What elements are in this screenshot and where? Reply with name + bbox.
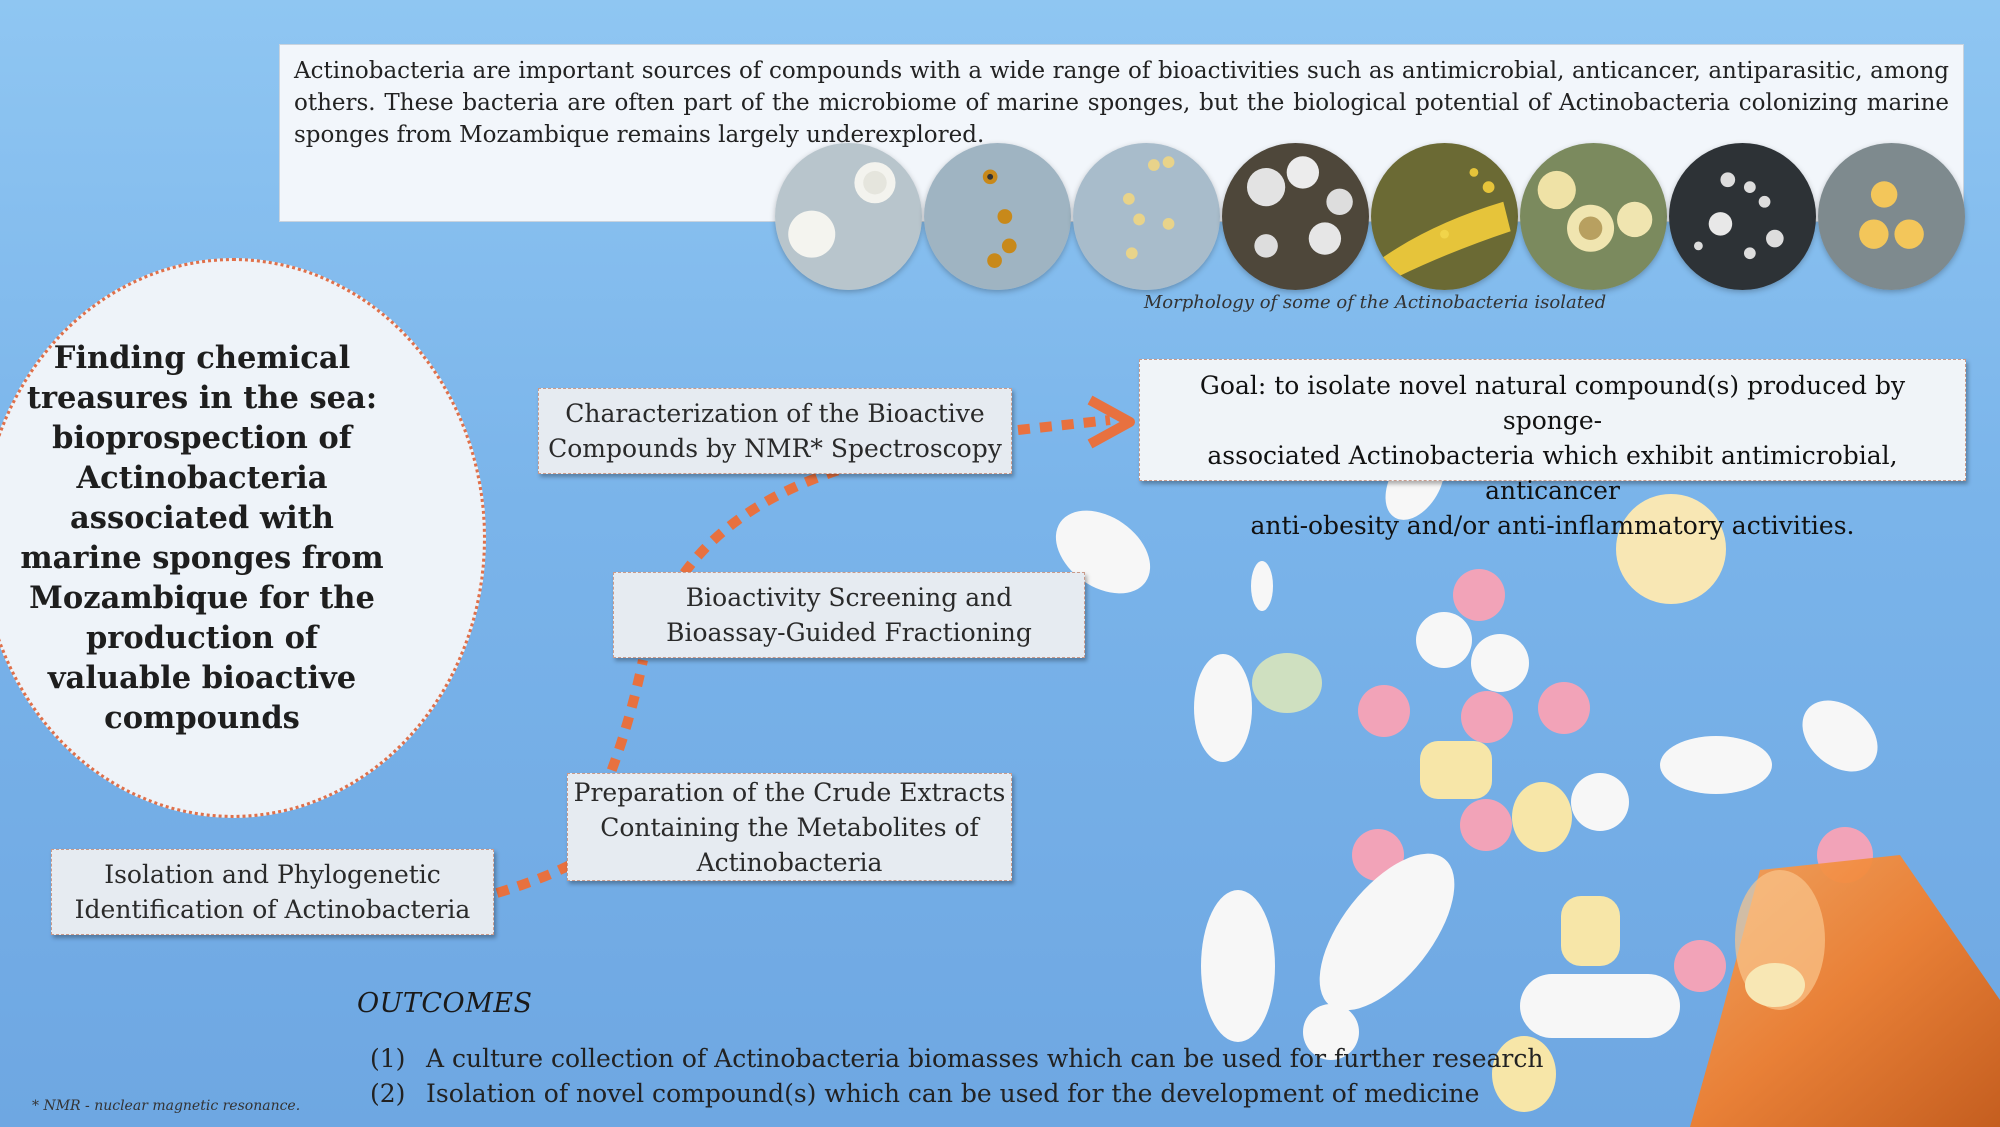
- list-item: (1) A culture collection of Actinobacter…: [370, 1041, 1543, 1076]
- outcomes-heading: OUTCOMES: [357, 988, 533, 1019]
- intro-text: Actinobacteria are important sources of …: [294, 58, 1949, 148]
- step-extracts-line: Containing the Metabolites of: [600, 812, 979, 842]
- outcome-text: A culture collection of Actinobacteria b…: [426, 1044, 1544, 1073]
- footnote: * NMR - nuclear magnetic resonance.: [32, 1098, 301, 1114]
- step-characterization-line: Characterization of the Bioactive: [565, 399, 985, 428]
- step-screening-line: Bioactivity Screening and: [685, 583, 1013, 612]
- step-characterization-line: Compounds by NMR* Spectroscopy: [548, 434, 1002, 463]
- colony-image: [1222, 143, 1369, 290]
- step-characterization: Characterization of the Bioactive Compou…: [538, 388, 1012, 474]
- outcomes-list: (1) A culture collection of Actinobacter…: [370, 1041, 1543, 1111]
- goal-box: Goal: to isolate novel natural compound(…: [1139, 359, 1966, 540]
- step-extracts-line: Actinobacteria: [696, 847, 883, 877]
- step-bioactivity-screening: Bioactivity Screening and Bioassay-Guide…: [613, 572, 1085, 658]
- title-circle: [0, 258, 486, 818]
- list-item: (2) Isolation of novel compound(s) which…: [370, 1076, 1543, 1111]
- colonies-caption: Morphology of some of the Actinobacteria…: [1143, 292, 1607, 313]
- step-crude-extracts: Preparation of the Crude Extracts Contai…: [567, 773, 1012, 881]
- outcome-number: (2): [370, 1079, 406, 1108]
- step-screening-line: Bioassay-Guided Fractioning: [666, 618, 1032, 647]
- step-isolation: Isolation and Phylogenetic Identificatio…: [51, 849, 494, 935]
- goal-line: Goal: to isolate novel natural compound(…: [1199, 371, 1906, 435]
- outcome-text: Isolation of novel compound(s) which can…: [426, 1079, 1480, 1108]
- colony-image: [775, 143, 922, 290]
- step-isolation-line: Isolation and Phylogenetic: [104, 860, 441, 889]
- goal-line: associated Actinobacteria which exhibit …: [1207, 441, 1898, 505]
- colony-image: [1073, 143, 1220, 290]
- colony-image: [1371, 143, 1518, 290]
- colony-gallery: [775, 143, 1965, 293]
- colony-image: [924, 143, 1071, 290]
- step-isolation-line: Identification of Actinobacteria: [74, 895, 471, 924]
- poster-title: Finding chemical treasures in the sea: b…: [20, 340, 384, 736]
- goal-line: anti-obesity and/or anti-inflammatory ac…: [1250, 511, 1855, 540]
- arrow-head-icon: [1087, 395, 1135, 449]
- colony-image: [1520, 143, 1667, 290]
- colony-image: [1669, 143, 1816, 290]
- outcome-number: (1): [370, 1044, 406, 1073]
- colony-image: [1818, 143, 1965, 290]
- step-extracts-line: Preparation of the Crude Extracts: [573, 777, 1006, 807]
